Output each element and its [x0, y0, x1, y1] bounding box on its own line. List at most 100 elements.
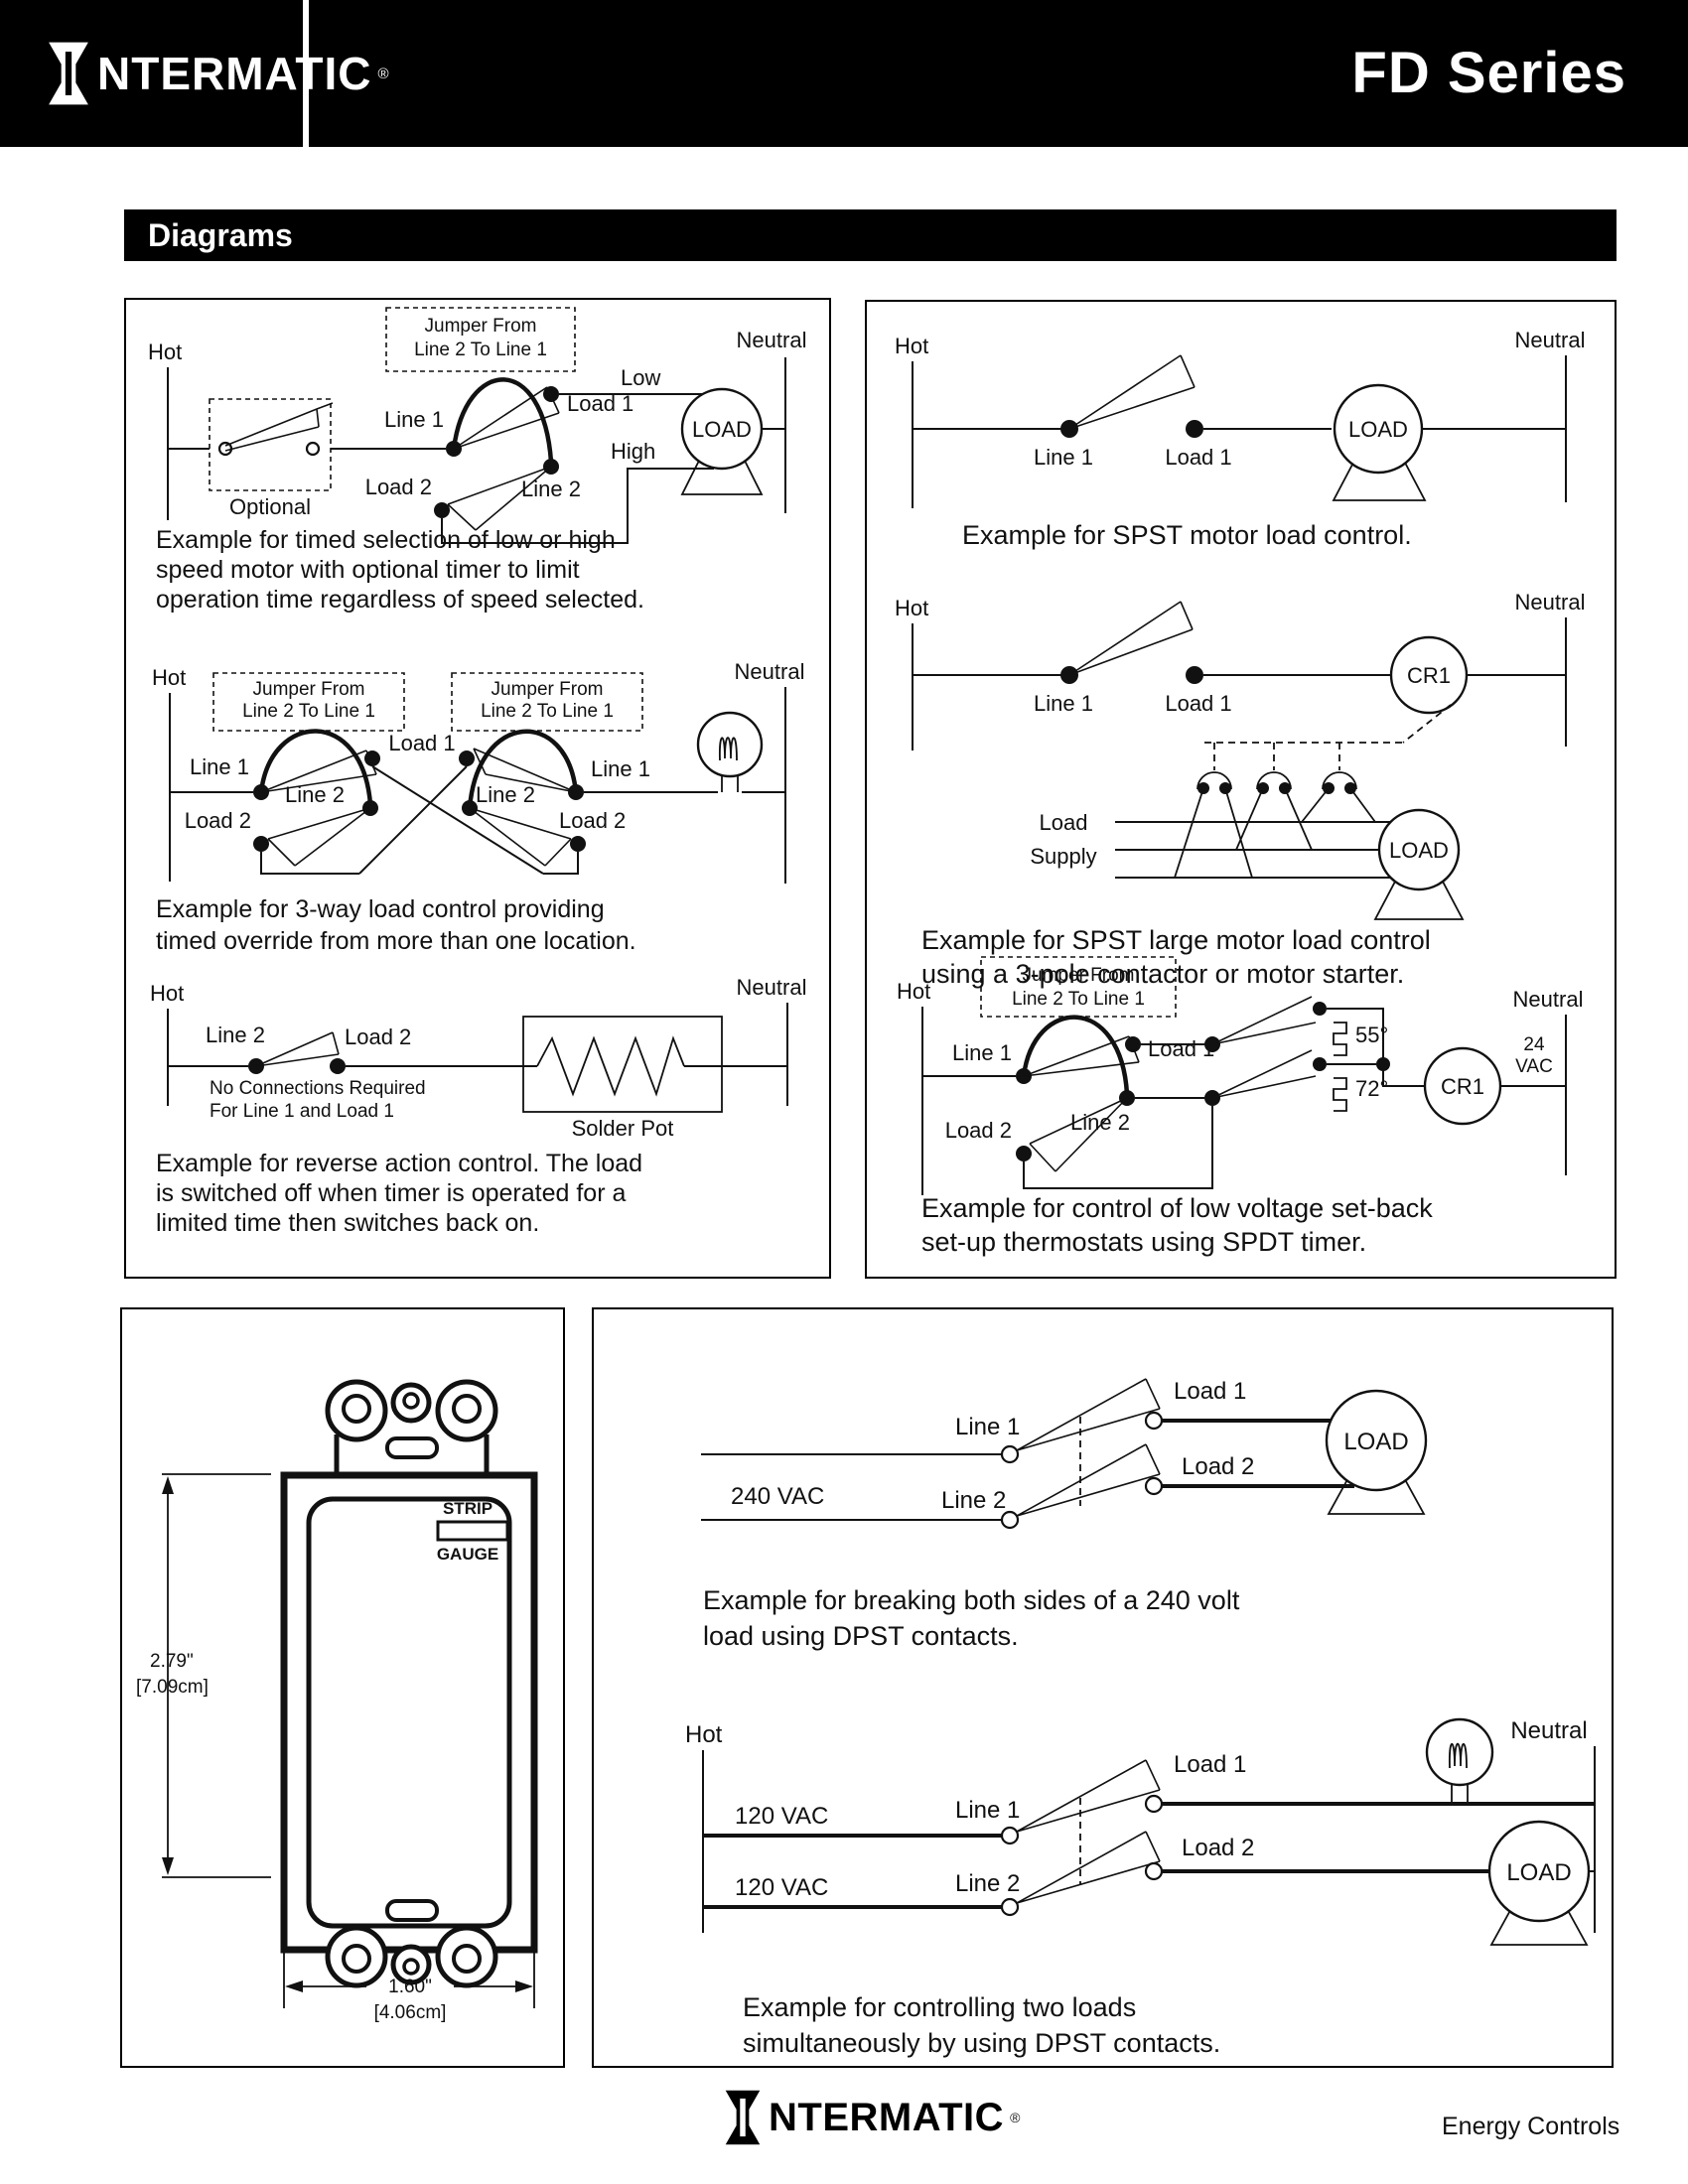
strip-gauge-slot	[436, 1520, 509, 1542]
jumper-note-line1: Jumper From	[425, 316, 537, 337]
neutral-label: Neutral	[1510, 1717, 1587, 1744]
hourglass-logo-icon	[725, 2090, 761, 2145]
solder-pot-box	[522, 1016, 723, 1113]
load-motor-label: LOAD	[692, 417, 752, 442]
caption-line: operation time regardless of speed selec…	[156, 586, 644, 614]
load-supply-label2: Supply	[1030, 844, 1096, 869]
motor-symbol: LOAD	[1487, 1820, 1591, 1946]
jumper-note-box-right	[451, 672, 643, 732]
motor-symbol: LOAD	[1373, 808, 1465, 920]
load2-terminal	[434, 502, 450, 518]
load1-label: Load 1	[1165, 691, 1231, 716]
jumper-arc-right	[467, 729, 579, 809]
load1-label: Load 1	[1148, 1036, 1214, 1061]
line1-label: Line 1	[1034, 691, 1093, 716]
switch-blade	[255, 1031, 340, 1067]
header-bar: NTERMATIC ® FD Series	[0, 0, 1688, 147]
optional-label: Optional	[229, 494, 311, 519]
dpst-panel: Load 1 240 VAC Line 1 Line 2 Load 2 LOAD…	[592, 1307, 1614, 2068]
load2-terminal	[330, 1058, 346, 1074]
diagram-reverse-action: Hot Neutral Line 2 Load 2 No Connections…	[150, 975, 806, 1237]
diagram-two-loads-dpst: Hot Neutral Load 1 120 VAC 120 VAC Line …	[685, 1717, 1596, 2058]
line-wires	[701, 1453, 1002, 1521]
caption-line: using a 3-pole contactor or motor starte…	[921, 959, 1404, 989]
diagram-panel-left: Hot Neutral Optional Jumper From Line 2 …	[124, 298, 831, 1279]
caption-line: Example for reverse action control. The …	[156, 1150, 642, 1177]
footer-logo: NTERMATIC ®	[723, 2089, 1020, 2146]
energy-controls-label: Energy Controls	[1442, 2113, 1620, 2140]
blade-right-down	[469, 807, 572, 867]
blade1	[1016, 1378, 1161, 1451]
intermatic-logo: NTERMATIC ®	[46, 36, 389, 111]
jumper-note-line2: Line 2 To Line 1	[414, 340, 547, 360]
control-link-dashed	[1204, 704, 1452, 770]
load1-terminal	[1186, 666, 1203, 684]
hot-label: Hot	[148, 340, 182, 364]
load2-left-terminal	[253, 836, 269, 852]
strip-label: STRIP	[443, 1499, 492, 1518]
filament-icon	[719, 737, 738, 761]
voltage-24-label: 24	[1523, 1034, 1545, 1055]
blade-right-up	[473, 748, 577, 793]
jumper-arc-left	[258, 729, 373, 805]
arrow-down-icon	[162, 1857, 174, 1875]
neutral-label: Neutral	[1515, 590, 1586, 614]
diagram-two-speed-motor: Hot Neutral Optional Jumper From Line 2 …	[148, 307, 807, 614]
caption-line: Example for controlling two loads	[743, 1992, 1136, 2022]
neutral-label: Neutral	[735, 659, 805, 684]
low-label: Low	[621, 365, 660, 390]
arrow-left-icon	[285, 1980, 303, 1992]
cr1-label: CR1	[1407, 663, 1451, 688]
relay-coil	[1389, 635, 1469, 715]
diagram-contactor: Hot Neutral Line 1 Load 1 CR1 Load Suppl…	[895, 590, 1585, 989]
load2-left-label: Load 2	[185, 808, 251, 833]
load1-label: Load 1	[1174, 1751, 1246, 1778]
caption-line: timed override from more than one locati…	[156, 927, 636, 955]
blade-up	[1023, 1035, 1140, 1077]
line1-pivot	[1000, 1444, 1020, 1464]
line1-label: Line 1	[384, 407, 444, 432]
note-line1: No Connections Required	[210, 1078, 426, 1099]
switch-blade	[1068, 601, 1194, 676]
120vac-label-2: 120 VAC	[735, 1874, 828, 1901]
hourglass-logo-icon	[49, 42, 88, 105]
load-motor-label: LOAD	[1389, 838, 1449, 863]
hot-label: Hot	[897, 979, 930, 1004]
caption-line: Example for control of low voltage set-b…	[921, 1193, 1433, 1223]
load-supply-label1: Load	[1040, 810, 1088, 835]
note-line2: For Line 1 and Load 1	[210, 1101, 394, 1122]
line1-label: Line 1	[952, 1040, 1012, 1065]
height-cm: [7.09cm]	[136, 1677, 209, 1698]
load2-label: Load 2	[945, 1118, 1012, 1143]
jumper-line2: Line 2 To Line 1	[1012, 989, 1145, 1010]
neutral-label: Neutral	[737, 328, 807, 352]
motor-symbol: LOAD	[1325, 1389, 1428, 1515]
device-dimension-panel: STRIP GAUGE 2.79" [7.09cm] 1.60"	[120, 1307, 565, 2068]
blade2	[1016, 1443, 1161, 1517]
caption-line: Example for SPST motor load control.	[962, 520, 1412, 550]
loop-wires	[260, 852, 579, 875]
diagram-thermostat: Jumper From Line 2 To Line 1 Hot Neutral…	[897, 956, 1583, 1257]
load2-terminal	[1016, 1146, 1032, 1161]
registered-mark: ®	[377, 65, 389, 82]
load1-contact	[1144, 1411, 1164, 1431]
line2-left-label: Line 2	[285, 782, 345, 807]
240vac-label: 240 VAC	[731, 1483, 824, 1510]
stat1-blade	[1211, 996, 1317, 1045]
line-wires	[703, 1834, 1002, 1909]
optional-timer-box	[209, 398, 332, 491]
hot-label: Hot	[150, 981, 184, 1006]
load1-terminal	[1125, 1036, 1141, 1052]
arrow-right-icon	[515, 1980, 533, 1992]
section-title: Diagrams	[148, 217, 293, 253]
line1-label: Line 1	[1034, 445, 1093, 470]
diagram-three-way-control: Hot Neutral Jumper From Line 2 To Line 1…	[152, 659, 804, 955]
resistor-zigzag-icon	[536, 1035, 685, 1097]
load-motor-label: LOAD	[1506, 1859, 1571, 1886]
caption-line: load using DPST contacts.	[703, 1621, 1019, 1651]
jumper-right-line1: Jumper From	[492, 679, 604, 700]
switch-blade	[1068, 354, 1196, 430]
width-inches: 1.60"	[388, 1977, 432, 1997]
load1-right-terminal	[459, 751, 475, 766]
